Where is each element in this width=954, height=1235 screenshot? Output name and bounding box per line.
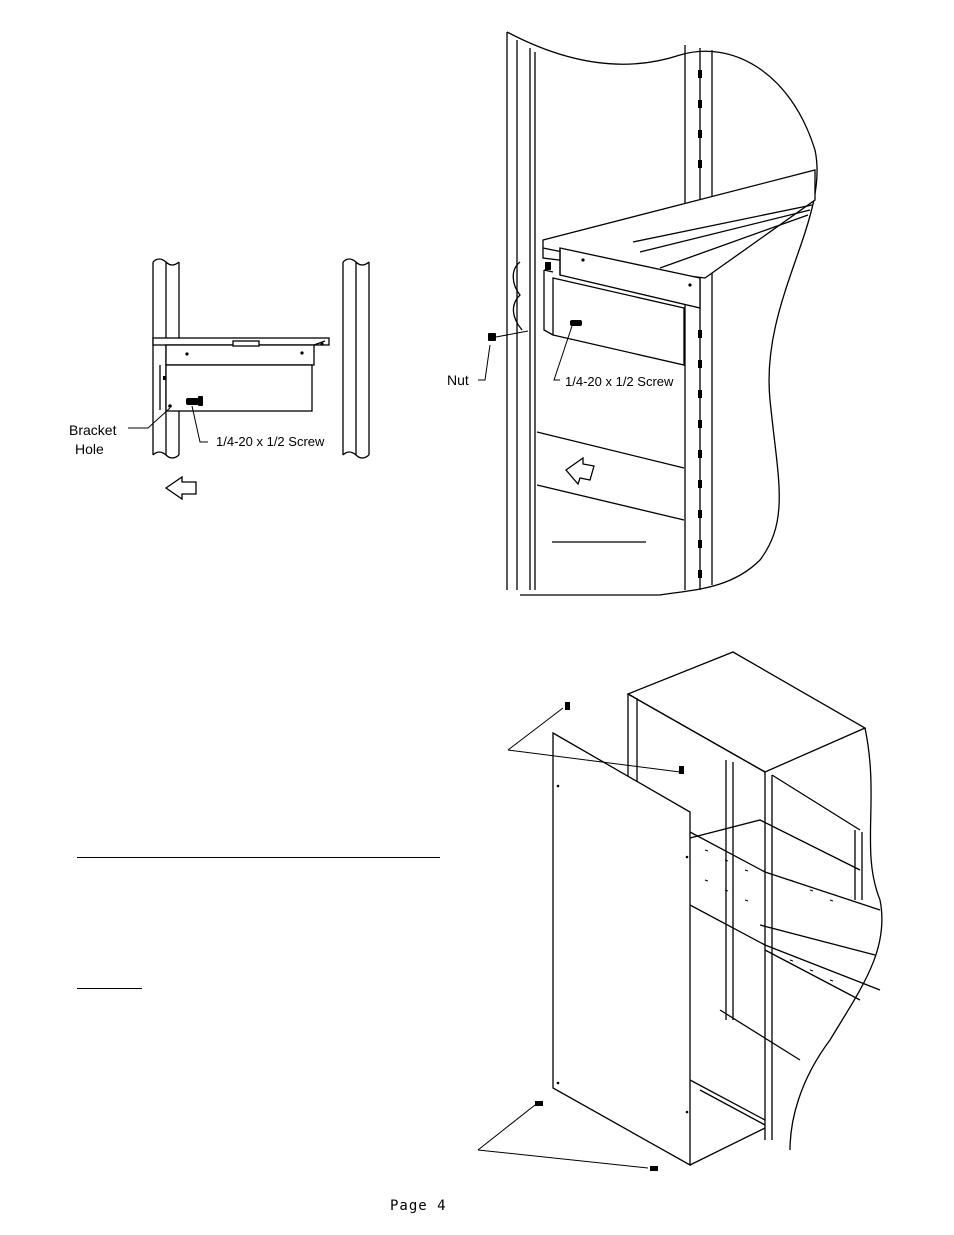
bracket-hole-label: Bracket bbox=[69, 422, 117, 438]
blank-line-long bbox=[77, 857, 440, 858]
nut-label: Nut bbox=[447, 372, 469, 388]
page-number: Page 4 bbox=[390, 1198, 447, 1214]
blank-line-short bbox=[77, 988, 142, 989]
screw-label-right: 1/4-20 x 1/2 Screw bbox=[565, 374, 674, 389]
bracket-hole-label-line2: Hole bbox=[75, 441, 104, 457]
screw-label-left: 1/4-20 x 1/2 Screw bbox=[216, 434, 325, 449]
